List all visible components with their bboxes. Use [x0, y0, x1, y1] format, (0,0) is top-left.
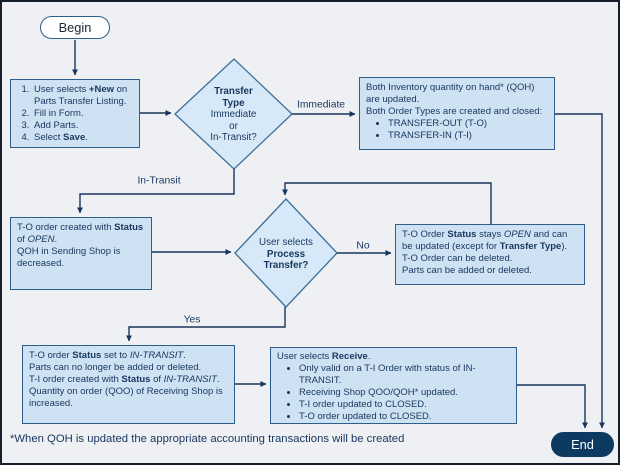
list-item: Add Parts.	[32, 120, 133, 132]
begin-terminator: Begin	[40, 16, 110, 39]
list-item: Fill in Form.	[32, 108, 133, 120]
text-segment: User selects	[277, 351, 332, 362]
end-label: End	[571, 437, 594, 452]
text-segment: set to	[101, 350, 130, 361]
create-transfer-step-list: User selects +New on Parts Transfer List…	[17, 84, 133, 144]
text-segment-bold: Status	[72, 350, 102, 361]
paragraph: Both Inventory quantity on hand* (QOH) a…	[366, 82, 535, 105]
connector-no-loop-to-process	[282, 182, 492, 224]
text-segment: .	[216, 374, 220, 385]
decision-line: In-Transit?	[210, 132, 257, 143]
in-transit-status-box: T-O order Status set to IN-TRANSIT. Part…	[22, 345, 235, 424]
list-item: Select Save.	[32, 132, 133, 144]
connector-immediate-to-end	[555, 113, 605, 429]
receive-box: User selects Receive. Only valid on a T-…	[270, 347, 517, 424]
text-segment-italic: OPEN	[503, 229, 531, 240]
list-item: T-O order updated to CLOSED.	[299, 411, 510, 423]
decision-line: Process	[235, 249, 337, 261]
list-item: User selects +New on Parts Transfer List…	[32, 84, 133, 108]
paragraph: Both Order Types are created and closed:	[366, 106, 543, 117]
decision-line: Transfer?	[235, 260, 337, 272]
decision-line: Transfer	[175, 86, 292, 98]
connector-process-yes	[126, 307, 286, 342]
paragraph: T-O order created with Status of OPEN.	[17, 222, 145, 246]
text-segment: T-O order created with	[17, 222, 115, 233]
order-types-list: TRANSFER-OUT (T-O) TRANSFER-IN (T-I)	[366, 118, 548, 142]
text-segment-italic: IN-TRANSIT	[129, 350, 184, 361]
text-segment: Select	[34, 132, 64, 143]
edge-label-in-transit: In-Transit	[137, 175, 181, 187]
list-item: TRANSFER-OUT (T-O)	[388, 118, 548, 130]
text-segment-italic: OPEN	[27, 234, 55, 245]
paragraph: Parts can be added or deleted.	[402, 265, 532, 276]
paragraph: T-O Order Status stays OPEN and can be u…	[402, 229, 578, 253]
text-segment: .	[183, 350, 186, 361]
text-segment: T-O order	[29, 350, 73, 361]
paragraph: QOH in Sending Shop is decreased.	[17, 246, 121, 269]
text-segment-bold: Transfer	[214, 86, 253, 97]
text-segment: .	[367, 351, 371, 362]
end-terminator: End	[551, 432, 614, 457]
immediate-result-box: Both Inventory quantity on hand* (QOH) a…	[359, 77, 555, 150]
receive-details-list: Only valid on a T-I Order with status of…	[277, 363, 510, 423]
text-segment: of	[17, 234, 28, 245]
decision-process-transfer-text: User selects Process Transfer?	[235, 237, 337, 272]
list-item: T-I order updated to CLOSED.	[299, 399, 510, 411]
text-segment: stays	[476, 229, 504, 240]
paragraph: Quantity on order (QOO) of Receiving Sho…	[29, 386, 223, 409]
text-segment: on Parts Transfer Listing.	[34, 84, 128, 107]
connector-receive-to-end	[517, 384, 588, 429]
decision-line: User selects	[259, 237, 313, 248]
edge-label-yes: Yes	[183, 314, 201, 326]
text-segment-bold: +New	[88, 84, 114, 95]
to-order-stays-open-box: T-O Order Status stays OPEN and can be u…	[395, 224, 585, 285]
text-segment-bold: Status	[447, 229, 477, 240]
text-segment: of	[150, 374, 164, 385]
connector-transfer-type-in-transit	[77, 169, 235, 214]
text-segment-bold: Status	[121, 374, 151, 385]
text-segment-bold: Save	[63, 132, 86, 143]
text-segment-bold: Process	[266, 248, 306, 260]
list-item: Only valid on a T-I Order with status of…	[299, 363, 510, 387]
text-segment: T-O Order	[402, 229, 448, 240]
paragraph: Parts can no longer be added or deleted.	[29, 362, 202, 373]
footnote: *When QOH is updated the appropriate acc…	[10, 433, 405, 445]
paragraph: T-O Order can be deleted.	[402, 253, 513, 264]
text-segment-bold: Transfer Type	[499, 241, 562, 252]
paragraph: T-I order created with Status of IN-TRAN…	[29, 374, 228, 386]
edge-label-immediate: Immediate	[296, 99, 346, 111]
text-segment-bold: Status	[114, 222, 144, 233]
list-item: Receiving Shop QOO/QOH* updated.	[299, 387, 510, 399]
decision-line: Type	[175, 98, 292, 110]
text-segment: T-I order created with	[29, 374, 122, 385]
begin-label: Begin	[58, 20, 92, 35]
text-segment: .	[85, 132, 88, 143]
create-transfer-steps-box: User selects +New on Parts Transfer List…	[10, 79, 140, 148]
decision-transfer-type-text: Transfer Type Immediate or In-Transit?	[175, 86, 292, 144]
paragraph: User selects Receive.	[277, 351, 510, 363]
text-segment-bold: Receive	[331, 351, 368, 362]
list-item: TRANSFER-IN (T-I)	[388, 130, 548, 142]
paragraph: T-O order Status set to IN-TRANSIT.	[29, 350, 228, 362]
text-segment-bold: Transfer?	[263, 260, 309, 271]
text-segment: User selects	[34, 84, 89, 95]
to-order-open-box: T-O order created with Status of OPEN. Q…	[10, 217, 152, 290]
text-segment: .	[54, 234, 58, 245]
text-segment: ).	[561, 241, 568, 252]
text-segment-italic: IN-TRANSIT	[163, 374, 217, 385]
decision-line: or	[229, 120, 238, 132]
text-segment: and can be updated (except for	[402, 229, 568, 252]
decision-line: Immediate	[210, 109, 257, 120]
text-segment-bold: Type	[222, 97, 245, 109]
edge-label-no: No	[356, 240, 370, 252]
